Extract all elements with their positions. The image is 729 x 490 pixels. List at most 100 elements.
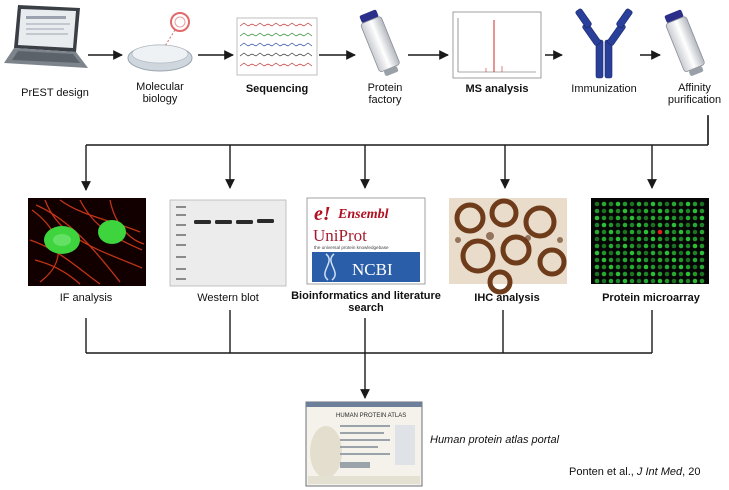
microarray-spot	[615, 229, 621, 235]
citation-suffix: , 20	[682, 466, 701, 478]
microarray-spot	[650, 271, 656, 277]
microarray-spot	[629, 257, 635, 263]
microarray-spot	[692, 271, 698, 277]
microarray-spot	[678, 222, 684, 228]
microarray-spot	[594, 222, 600, 228]
microarray-spot	[629, 271, 635, 277]
microarray-spot	[699, 278, 705, 284]
microarray-spot	[657, 243, 663, 249]
convergence-arrows	[85, 310, 653, 399]
microarray-spot	[594, 271, 600, 277]
label-ms-analysis: MS analysis	[465, 83, 529, 95]
microarray-spot	[608, 236, 614, 242]
microarray-spot	[699, 229, 705, 235]
microarray-spot	[650, 278, 656, 284]
antibody-icon	[575, 8, 633, 79]
microarray-spot	[594, 215, 600, 221]
label-bioinformatics: Bioinformatics and literature search	[291, 290, 441, 314]
microarray-spot	[685, 215, 691, 221]
microarray-spot	[622, 257, 628, 263]
microarray-red-spot	[657, 229, 663, 235]
microarray-spot	[643, 271, 649, 277]
microarray-spot	[636, 257, 642, 263]
microarray-spot	[685, 278, 691, 284]
microarray-spot	[685, 201, 691, 207]
microarray-spot	[594, 264, 600, 270]
microarray-spot	[678, 257, 684, 263]
microarray-spot	[622, 264, 628, 270]
microarray-spot	[615, 250, 621, 256]
microarray-spot	[650, 250, 656, 256]
microarray-spot	[629, 222, 635, 228]
microarray-spot	[615, 222, 621, 228]
microarray-spot	[699, 264, 705, 270]
microarray-spot	[650, 222, 656, 228]
microarray-dots	[594, 201, 705, 284]
microarray-spot	[629, 264, 635, 270]
microarray-spot	[657, 201, 663, 207]
microarray-spot	[671, 201, 677, 207]
laptop-icon	[4, 5, 88, 68]
microarray-spot	[608, 278, 614, 284]
microarray-spot	[643, 243, 649, 249]
microarray-spot	[629, 250, 635, 256]
microarray-spot	[671, 229, 677, 235]
microarray-spot	[643, 208, 649, 214]
microarray-spot	[601, 222, 607, 228]
microarray-spot	[622, 271, 628, 277]
microarray-spot	[608, 250, 614, 256]
microarray-spot	[636, 208, 642, 214]
protein-factory-column-icon	[359, 9, 400, 76]
microarray-spot	[608, 264, 614, 270]
microarray-spot	[594, 236, 600, 242]
label-affinity-purification: Affinity purification	[667, 82, 722, 106]
microarray-spot	[678, 208, 684, 214]
microarray-spot	[643, 222, 649, 228]
citation: Ponten et al., J Int Med, 20	[569, 466, 701, 478]
microarray-spot	[608, 243, 614, 249]
microarray-spot	[643, 264, 649, 270]
microarray-spot	[685, 264, 691, 270]
microarray-spot	[594, 278, 600, 284]
microarray-spot	[629, 215, 635, 221]
microarray-spot	[692, 215, 698, 221]
microarray-spot	[678, 264, 684, 270]
microarray-spot	[650, 243, 656, 249]
microarray-spot	[664, 271, 670, 277]
microarray-spot	[664, 278, 670, 284]
microarray-spot	[657, 264, 663, 270]
microarray-spot	[699, 208, 705, 214]
microarray-spot	[601, 201, 607, 207]
ihc-tissue-image	[449, 198, 567, 295]
microarray-spot	[664, 201, 670, 207]
microarray-spot	[622, 222, 628, 228]
microarray-spot	[643, 250, 649, 256]
microarray-spot	[685, 271, 691, 277]
microarray-spot	[636, 271, 642, 277]
microarray-spot	[692, 201, 698, 207]
microarray-spot	[678, 278, 684, 284]
microarray-spot	[664, 264, 670, 270]
microarray-spot	[615, 236, 621, 242]
microarray-spot	[699, 250, 705, 256]
microarray-spot	[671, 271, 677, 277]
microarray-spot	[664, 222, 670, 228]
microarray-spot	[615, 271, 621, 277]
microarray-spot	[601, 250, 607, 256]
microarray-spot	[636, 236, 642, 242]
microarray-spot	[671, 264, 677, 270]
petri-dish-icon	[127, 12, 193, 72]
microarray-spot	[671, 222, 677, 228]
microarray-spot	[629, 208, 635, 214]
microarray-spot	[594, 250, 600, 256]
microarray-spot	[594, 257, 600, 263]
microarray-spot	[664, 236, 670, 242]
microarray-spot	[692, 250, 698, 256]
microarray-spot	[629, 236, 635, 242]
label-sequencing: Sequencing	[245, 83, 309, 95]
microarray-spot	[685, 236, 691, 242]
microarray-spot	[664, 208, 670, 214]
microarray-spot	[699, 222, 705, 228]
sequencing-trace-image	[236, 17, 318, 76]
ensembl-logo: Ensembl	[337, 207, 389, 222]
